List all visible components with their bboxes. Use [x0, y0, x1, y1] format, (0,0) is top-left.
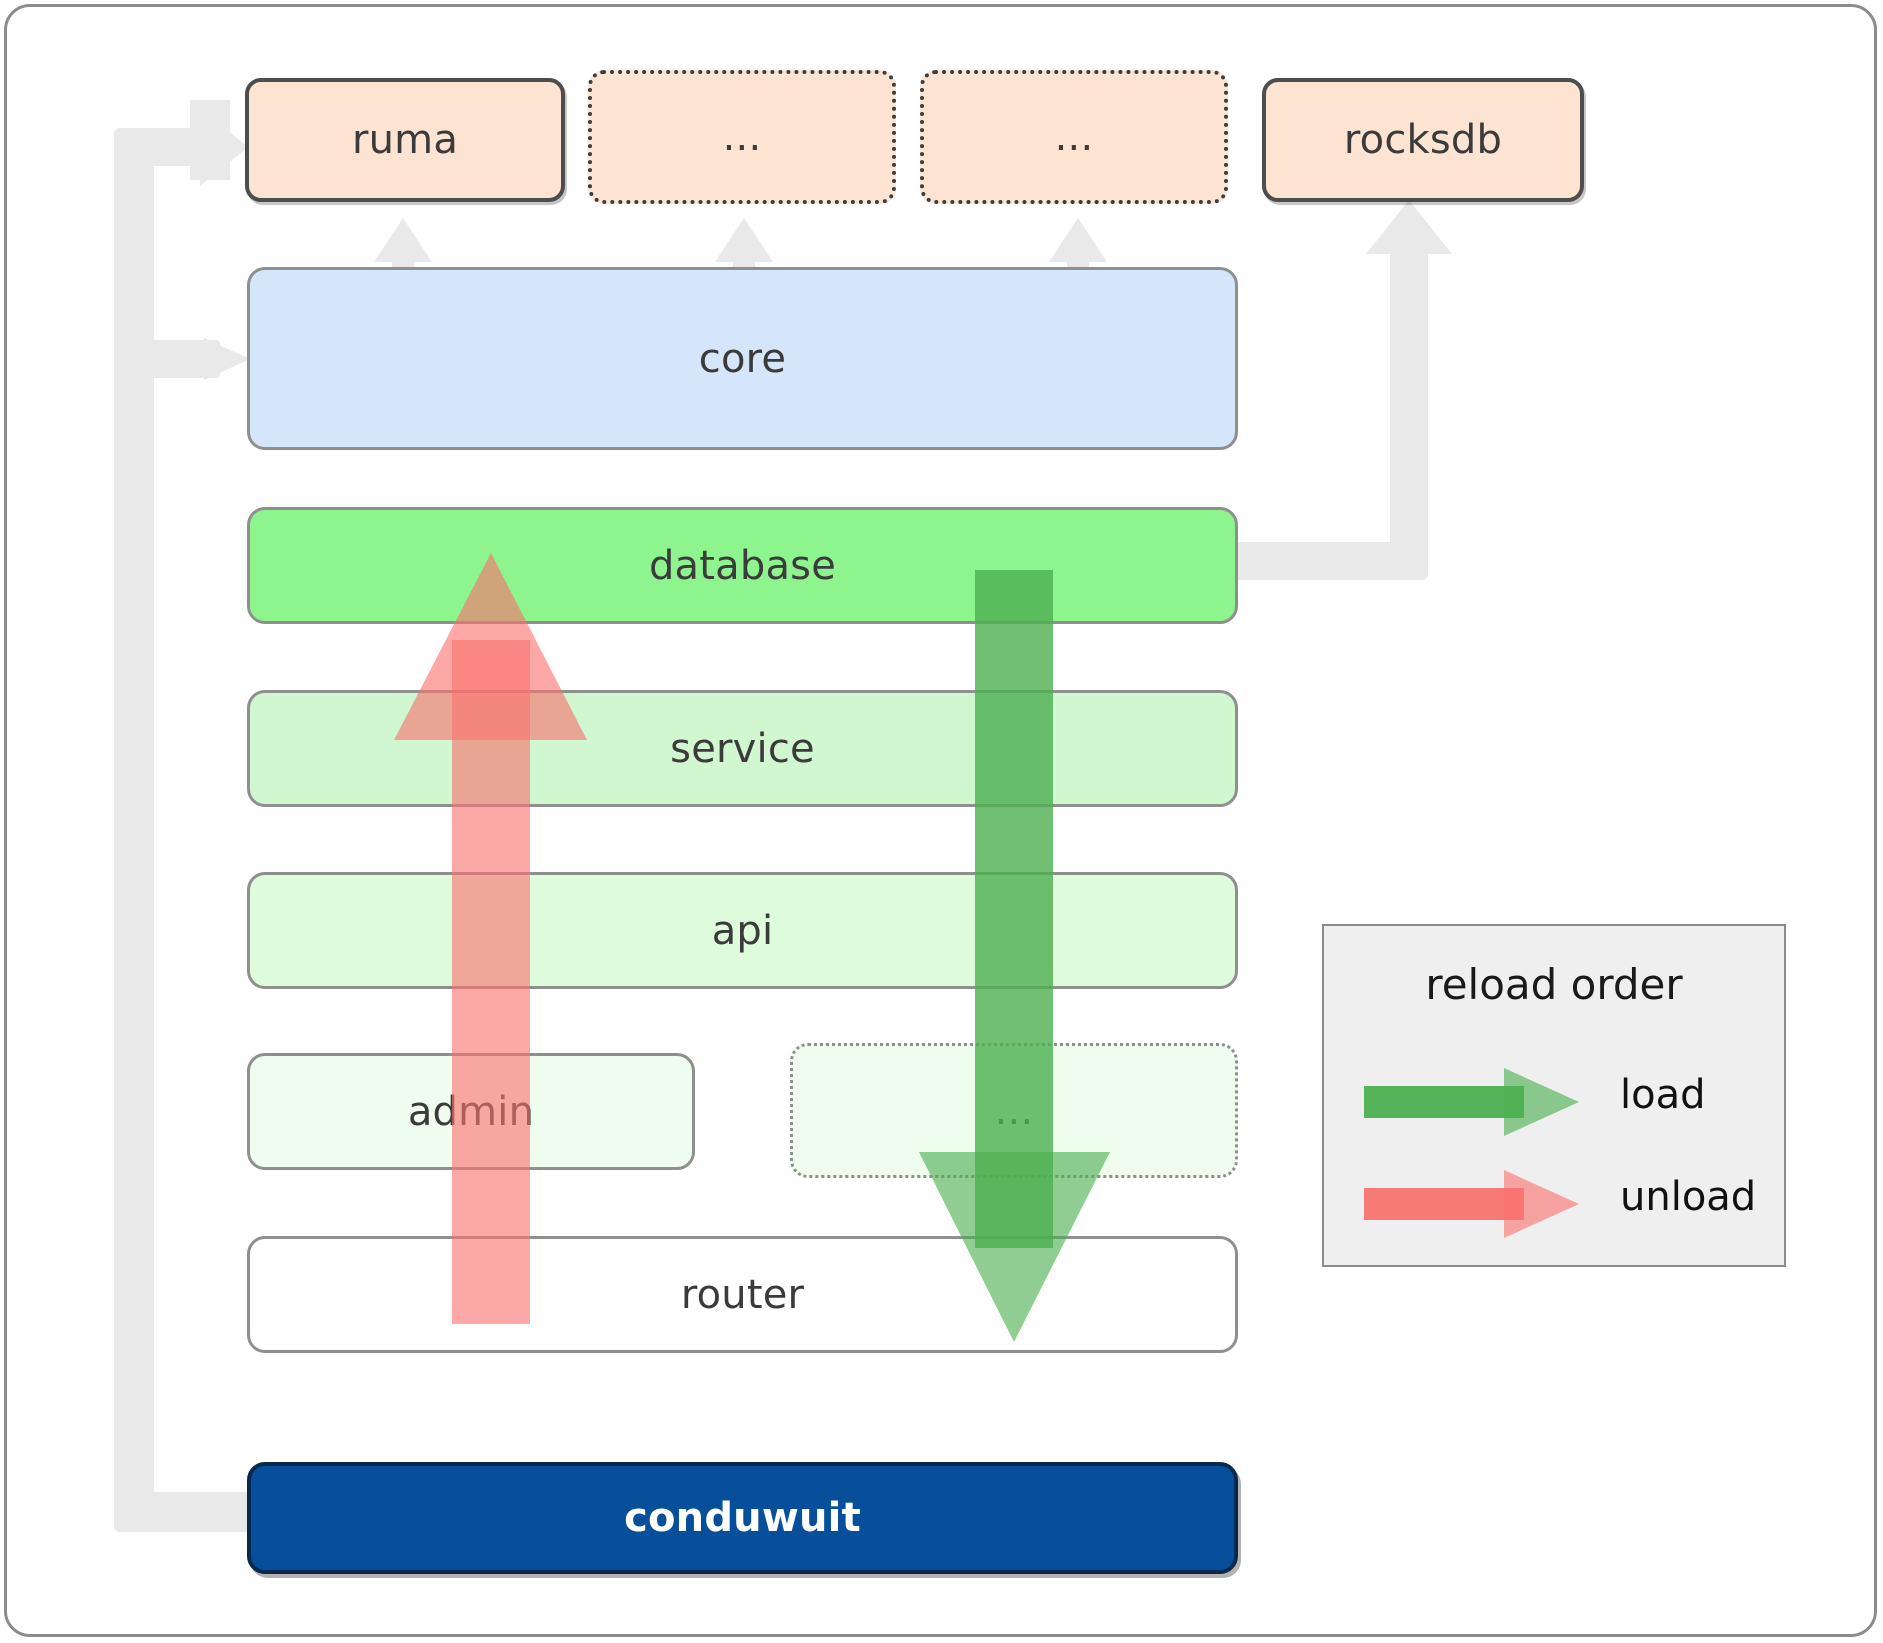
dependency-label-ellipsis-1: ...	[722, 114, 762, 160]
diagram-frame	[4, 4, 1877, 1637]
root-box-conduwuit[interactable]: conduwuit	[247, 1462, 1238, 1574]
dependency-label-rocksdb: rocksdb	[1343, 117, 1503, 163]
layer-label-router: router	[680, 1271, 805, 1318]
legend-unload-arrow-icon	[1364, 1170, 1579, 1238]
legend-row-unload: unload	[1324, 1158, 1784, 1250]
legend-label-load: load	[1620, 1072, 1706, 1118]
legend-panel: reload order load unload	[1322, 924, 1786, 1267]
layer-box-service[interactable]: service	[247, 690, 1238, 807]
core-label: core	[698, 335, 787, 382]
legend-row-load: load	[1324, 1056, 1784, 1148]
layer-box-database[interactable]: database	[247, 507, 1238, 624]
legend-title: reload order	[1425, 960, 1683, 1009]
layer-box-router[interactable]: router	[247, 1236, 1238, 1353]
layer-label-ellipsis: ...	[994, 1087, 1034, 1134]
dependency-box-ruma[interactable]: ruma	[245, 78, 565, 202]
layer-box-api[interactable]: api	[247, 872, 1238, 989]
legend-label-unload: unload	[1620, 1174, 1757, 1220]
dependency-label-ruma: ruma	[351, 117, 459, 163]
layer-label-admin: admin	[407, 1088, 535, 1135]
dependency-box-ellipsis-1[interactable]: ...	[588, 70, 896, 204]
layer-label-service: service	[670, 725, 815, 772]
layer-box-ellipsis[interactable]: ...	[790, 1043, 1238, 1178]
layer-box-admin[interactable]: admin	[247, 1053, 695, 1170]
dependency-label-ellipsis-2: ...	[1054, 114, 1094, 160]
dependency-box-rocksdb[interactable]: rocksdb	[1262, 78, 1584, 202]
legend-load-arrow-icon	[1364, 1068, 1579, 1136]
core-box[interactable]: core	[247, 267, 1238, 450]
layer-label-database: database	[648, 542, 837, 589]
root-label-conduwuit: conduwuit	[624, 1495, 861, 1541]
dependency-box-ellipsis-2[interactable]: ...	[920, 70, 1228, 204]
layer-label-api: api	[711, 907, 774, 954]
